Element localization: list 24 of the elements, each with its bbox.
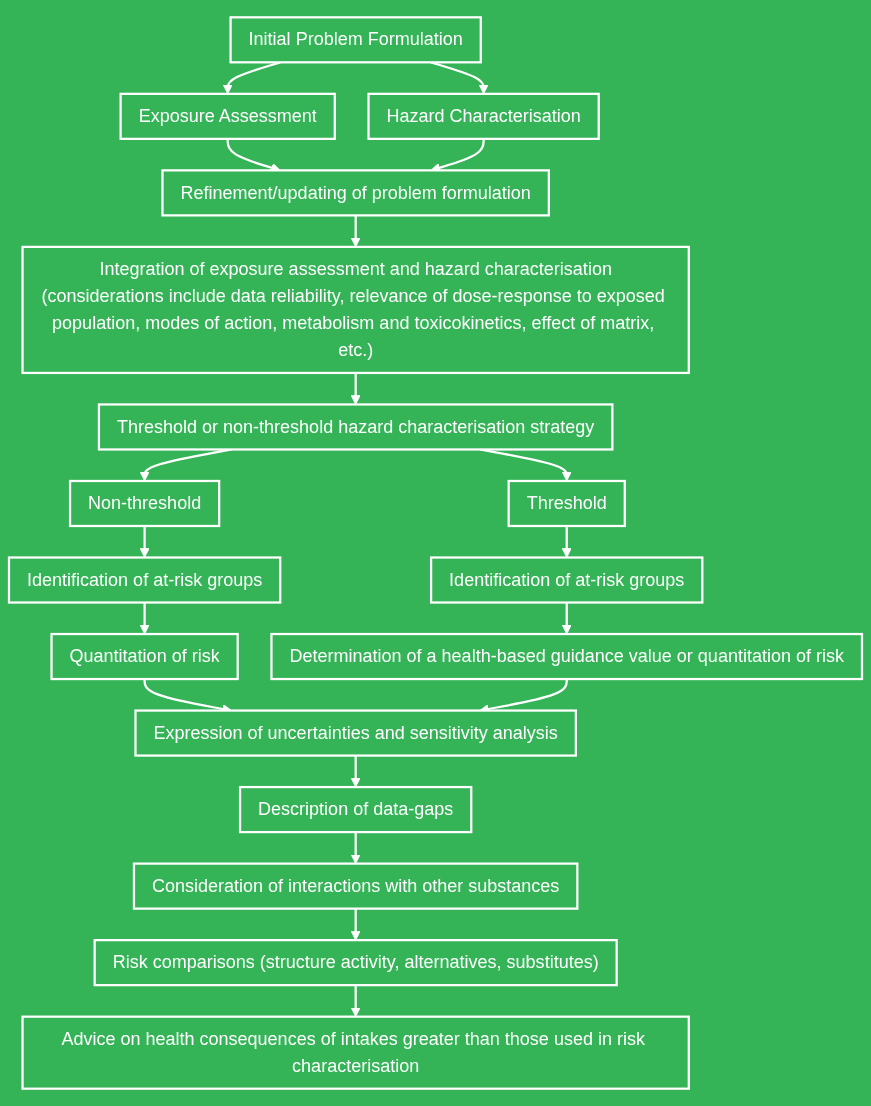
- arrow: [561, 602, 572, 635]
- node-box: Determination of a health-based guidance value or quantitation of risk: [270, 632, 864, 681]
- node-box: Initial Problem Formulation: [229, 16, 482, 64]
- arrow: [139, 526, 150, 558]
- node-box: Identification of at-risk groups: [430, 556, 704, 604]
- node-box: Threshold or non-threshold hazard characterisation strategy: [97, 403, 614, 451]
- arrow: [350, 908, 361, 941]
- node-box: Threshold: [507, 479, 626, 528]
- node-box: Description of data-gaps: [238, 785, 473, 834]
- node-box: Quantitation of risk: [50, 632, 239, 681]
- node-box: Advice on health consequences of intakes greater than those used in risk characterisation: [21, 1015, 690, 1090]
- arrow: [350, 755, 361, 788]
- node-box: Integration of exposure assessment and hazard characterisation (considerations include data reliability, relevance of dose-response to exposed population, modes of action, metabolism and toxicokinetics, effect of matrix, etc.): [21, 245, 690, 375]
- node-box: Identification of at-risk groups: [7, 556, 282, 604]
- node-box: Risk comparisons (structure activity, alternatives, substitutes): [93, 939, 618, 987]
- node-box: Exposure Assessment: [119, 92, 336, 140]
- node-box: Hazard Characterisation: [367, 92, 600, 140]
- arrow: [561, 526, 572, 558]
- node-box: Non-threshold: [68, 479, 221, 528]
- arrow: [350, 372, 361, 405]
- node-box: Refinement/updating of problem formulation: [161, 169, 550, 217]
- arrow: [139, 602, 150, 635]
- node-box: Expression of uncertainties and sensitivity analysis: [134, 709, 577, 757]
- node-box: Consideration of interactions with other substances: [132, 862, 579, 910]
